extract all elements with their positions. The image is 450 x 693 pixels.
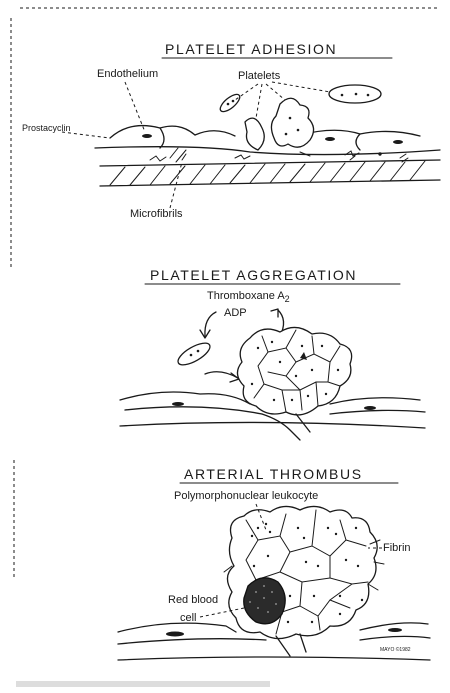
rbc-label-line1: Red blood [168,594,218,606]
platelets-label: Platelets [238,70,281,82]
panel-arterial-thrombus: ARTERIAL THROMBUS Polymorphonuclear leuk… [118,466,430,660]
rbc-label-line2: cell [180,612,197,624]
panel-platelet-adhesion: PLATELET ADHESION Endothelium Platelets … [22,41,440,220]
adhesion-title: PLATELET ADHESION [165,41,337,57]
mayo-signature: MAYO ©1982 [380,646,411,653]
prostacyclin-label: Prostacyclin [22,123,71,133]
panel-platelet-aggregation: PLATELET AGGREGATION Thromboxane A2 ADP [120,267,425,440]
pmn-label: Polymorphonuclear leukocyte [174,490,318,502]
vessel-wall [95,147,440,186]
adp-label: ADP [224,307,247,319]
thromboxane-label: Thromboxane A2 [207,290,290,304]
fibrin-label: Fibrin [383,542,411,554]
thrombus-mass [224,506,384,638]
aggregation-title: PLATELET AGGREGATION [150,267,357,283]
endothelium-label: Endothelium [97,68,158,80]
platelet-aggregate [237,327,351,414]
microfibrils-label: Microfibrils [130,208,183,220]
red-blood-cell [244,578,285,624]
free-platelet [175,339,213,369]
thrombus-title: ARTERIAL THROMBUS [184,466,363,482]
microfibril-marks [150,148,408,162]
